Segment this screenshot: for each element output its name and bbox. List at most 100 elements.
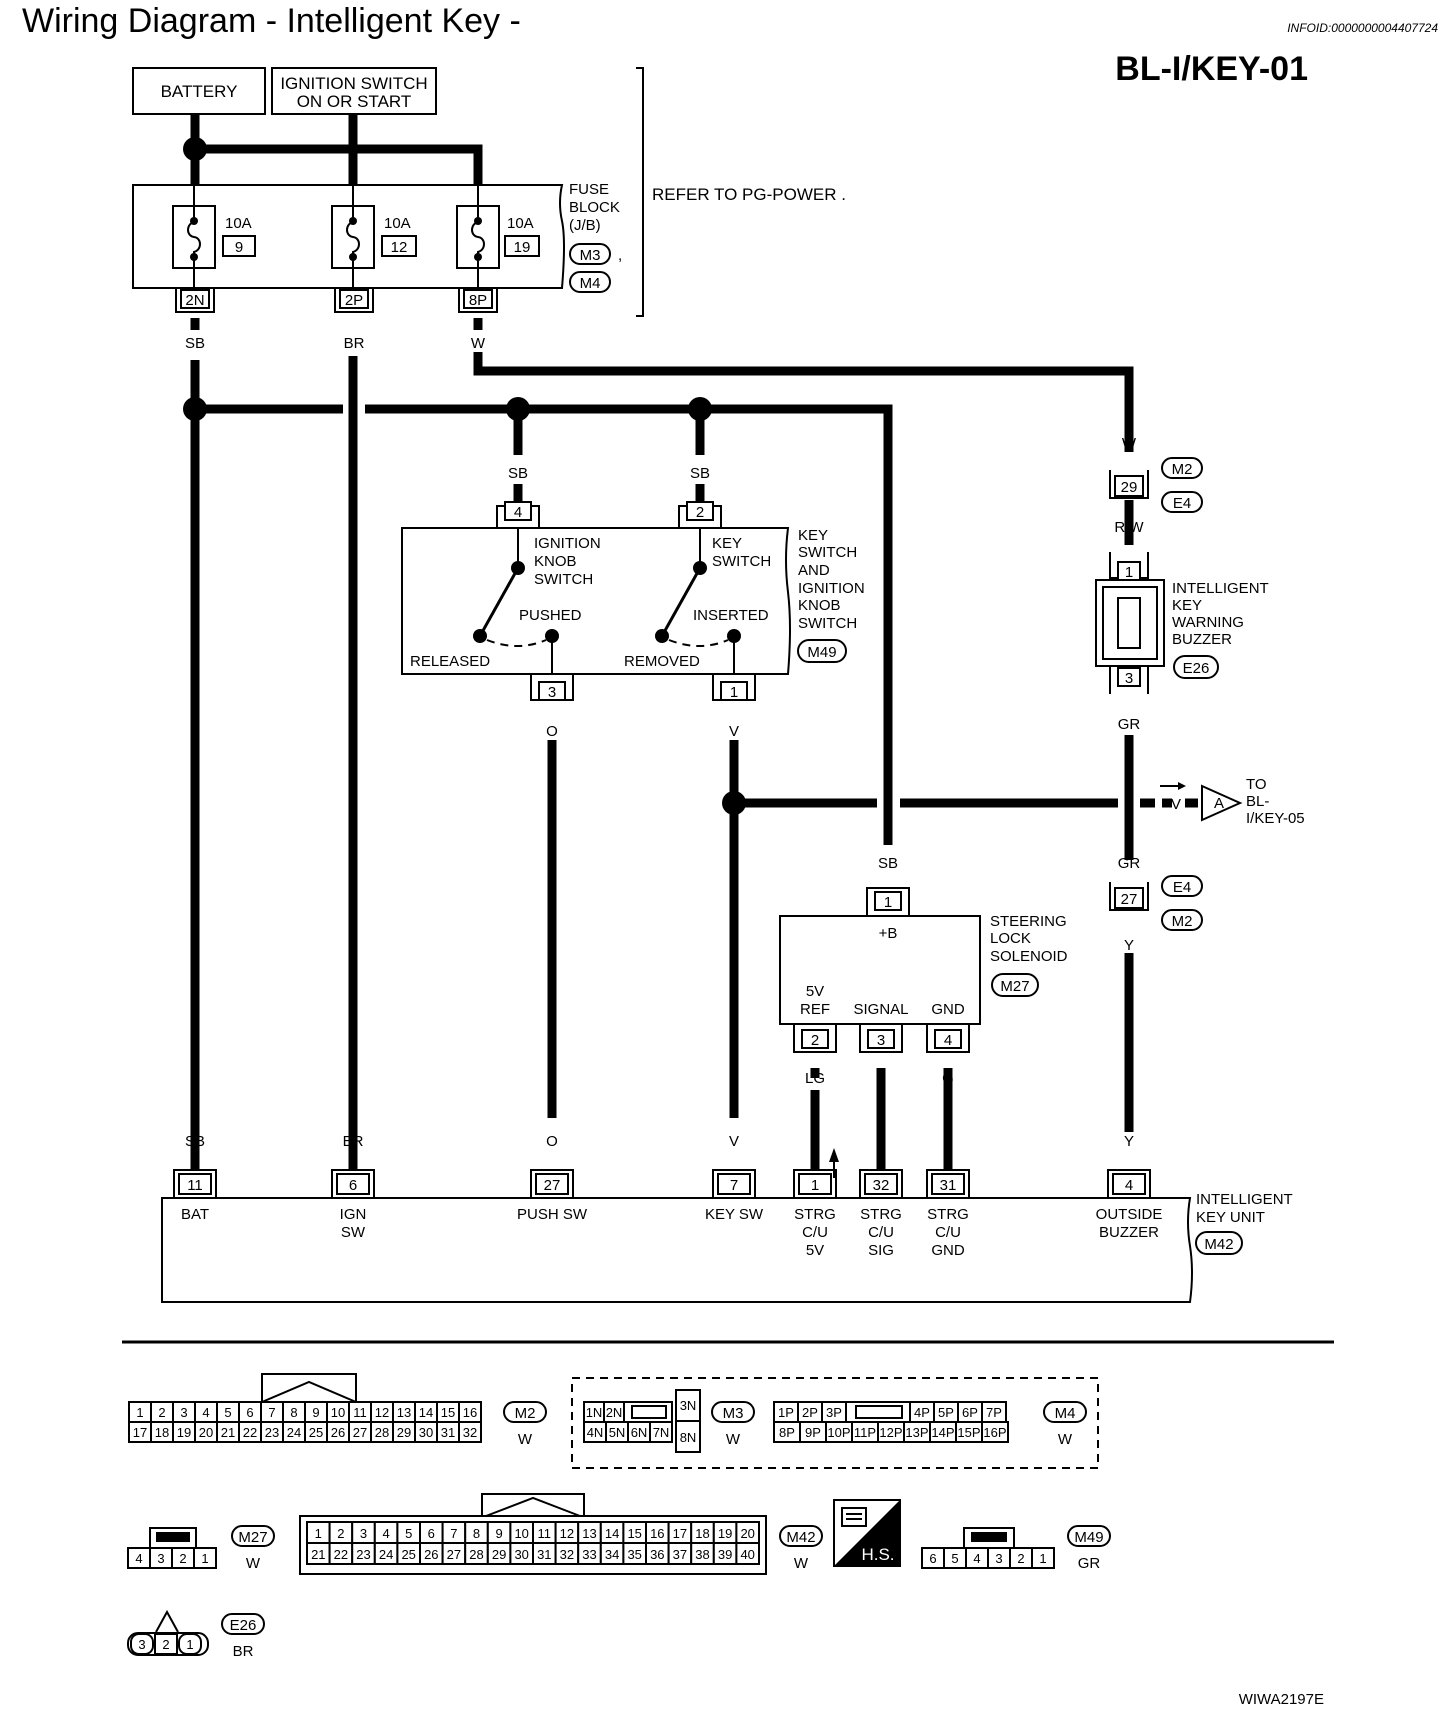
- fuse-19-amp: 10A: [507, 215, 534, 232]
- svg-text:3: 3: [877, 1032, 885, 1049]
- connector-pin: 3: [157, 1551, 164, 1566]
- svg-text:L: L: [877, 1070, 885, 1087]
- connector-pin: 5: [951, 1551, 958, 1566]
- connector-pin: 4: [973, 1551, 980, 1566]
- ignition-switch-box: IGNITION SWITCH ON OR START: [271, 67, 437, 115]
- connector-m27-id: M27: [238, 1529, 267, 1546]
- connector-pin: 22: [243, 1425, 257, 1440]
- connector-pin: 16P: [983, 1425, 1006, 1440]
- svg-text:(J/B): (J/B): [569, 217, 601, 234]
- ikey-terminal-wire: V: [729, 1133, 739, 1150]
- key-switch-pin-3: 3 O: [530, 674, 574, 740]
- off-page-link: V A TO BL- I/KEY-05: [1160, 776, 1305, 827]
- svg-text:SB: SB: [508, 465, 528, 482]
- connector-m42-color: W: [794, 1555, 809, 1572]
- connector-pin: 6N: [631, 1425, 648, 1440]
- svg-text:4: 4: [944, 1032, 952, 1049]
- connector-pin: 18: [695, 1526, 709, 1541]
- ikey-terminal-name: STRG: [927, 1206, 969, 1223]
- connector-pin: 21: [311, 1547, 325, 1562]
- svg-text:SWITCH: SWITCH: [798, 615, 857, 632]
- svg-text:STEERING: STEERING: [990, 913, 1067, 930]
- info-id: INFOID:0000000004407724: [1287, 21, 1438, 35]
- svg-text:KEY: KEY: [1172, 597, 1202, 614]
- connector-pin: 14: [605, 1526, 619, 1541]
- connector-pin: 15: [627, 1526, 641, 1541]
- connector-m2-id: M2: [515, 1405, 536, 1422]
- fuse-12: 10A 12: [331, 205, 417, 269]
- connector-pin: 23: [356, 1547, 370, 1562]
- connector-pin: 13: [397, 1405, 411, 1420]
- connector-pin: 2N: [606, 1405, 623, 1420]
- connector-pin: 19: [718, 1526, 732, 1541]
- svg-text:G: G: [942, 1070, 954, 1087]
- svg-text:INTELLIGENT: INTELLIGENT: [1172, 580, 1269, 597]
- connector-pin: 11: [353, 1405, 367, 1420]
- connector-pin: 7P: [986, 1405, 1002, 1420]
- key-switch-pin-2: 2 SB: [678, 465, 722, 528]
- key-switch-assembly: 4 SB 2 SB IGNITION KNOB SWITCH KEY SWITC…: [401, 465, 865, 740]
- fuse-12-num: 12: [391, 239, 408, 256]
- connector-pin: 22: [334, 1547, 348, 1562]
- buzzer-section: W 29 M2 E4 R/W 1 3 GR INTELLIGENT KEY W: [1095, 435, 1269, 733]
- connector-pin: 3N: [680, 1398, 697, 1413]
- intelligent-key-unit: INTELLIGENT KEY UNIT M42: [161, 1191, 1293, 1303]
- hs-icon: H.S.: [833, 1499, 901, 1567]
- ignition-switch-label: IGNITION SWITCH: [280, 74, 427, 93]
- connector-pin: 2: [1017, 1551, 1024, 1566]
- connector-pin: 29: [397, 1425, 411, 1440]
- connector-pin: 18: [155, 1425, 169, 1440]
- ikey-terminal-name: BAT: [181, 1206, 209, 1223]
- connector-pin: 28: [469, 1547, 483, 1562]
- connector-pin: 7N: [653, 1425, 670, 1440]
- connector-pin: 16: [650, 1526, 664, 1541]
- ign-knob-label-3: SWITCH: [534, 571, 593, 588]
- connector-pin: 2P: [802, 1405, 818, 1420]
- buzzer-wire-mid: R/W: [1114, 519, 1144, 536]
- svg-text:5V: 5V: [806, 983, 824, 1000]
- refer-bracket: REFER TO PG-POWER .: [636, 67, 846, 317]
- connector-pin: 6: [246, 1405, 253, 1420]
- fuse-block: 10A 9 10A 12 10A 19 FUSE BLOCK: [132, 181, 622, 293]
- svg-text:KEY: KEY: [798, 527, 828, 544]
- connector-pin: 1N: [586, 1405, 603, 1420]
- ikey-terminal-pin: 32: [873, 1177, 890, 1194]
- buzzer-connector: E26: [1183, 660, 1210, 677]
- connector-pin: 1P: [778, 1405, 794, 1420]
- ikey-terminal-pin: 7: [730, 1177, 738, 1194]
- ikey-terminal-name: C/U: [935, 1224, 961, 1241]
- connector-pin: 4: [135, 1551, 142, 1566]
- removed-label: REMOVED: [624, 653, 700, 670]
- fuse-terminal-2n: 2N SB: [175, 288, 215, 352]
- wire-color-br: BR: [344, 335, 365, 352]
- connector-pin: 5P: [938, 1405, 954, 1420]
- svg-text:4: 4: [514, 504, 522, 521]
- connector-pin: 5N: [609, 1425, 626, 1440]
- svg-text:INTELLIGENT: INTELLIGENT: [1196, 1191, 1293, 1208]
- svg-text:BUZZER: BUZZER: [1172, 631, 1232, 648]
- wire-color-w: W: [471, 335, 486, 352]
- ikey-terminal-name: PUSH SW: [517, 1206, 588, 1223]
- ikey-terminal-name: IGN: [340, 1206, 367, 1223]
- connector-pin: 20: [740, 1526, 754, 1541]
- key-switch-pin-4: 4 SB: [496, 465, 540, 528]
- connector-pin: 12: [375, 1405, 389, 1420]
- connector-pin: 4N: [587, 1425, 604, 1440]
- main-wires: [183, 318, 1198, 1178]
- connector-pin: 16: [463, 1405, 477, 1420]
- connector-pin: 14: [419, 1405, 433, 1420]
- svg-text:27: 27: [1121, 891, 1138, 908]
- svg-text:WARNING: WARNING: [1172, 614, 1244, 631]
- connector-pin: 24: [287, 1425, 301, 1440]
- fuse-19: 10A 19: [456, 205, 540, 269]
- ikey-terminal-name: GND: [931, 1242, 965, 1259]
- connector-pin: 13: [582, 1526, 596, 1541]
- svg-text:SOLENOID: SOLENOID: [990, 948, 1068, 965]
- solenoid-plus-b: +B: [879, 925, 898, 942]
- connector-pin: 12: [560, 1526, 574, 1541]
- connector-pin: 10: [331, 1405, 345, 1420]
